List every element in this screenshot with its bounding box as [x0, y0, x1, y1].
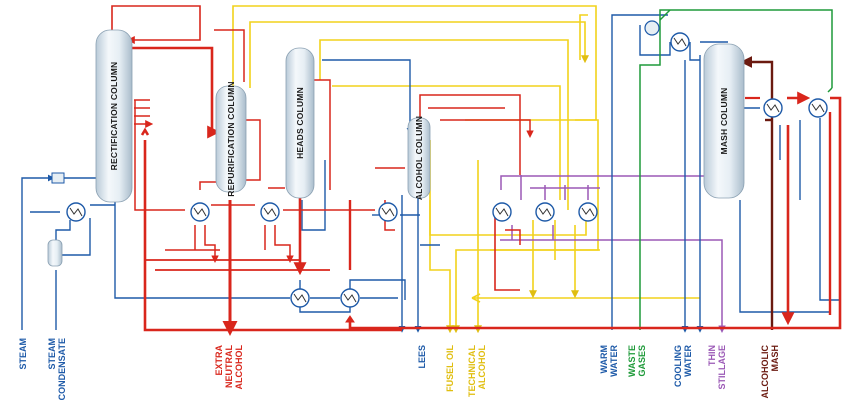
label-lees: LEES	[417, 345, 427, 369]
label-cooling-water-line1: COOLING	[673, 345, 683, 387]
heat-exchanger-icon	[670, 32, 690, 52]
label-waste-gases-line1: WASTE	[627, 345, 637, 377]
alcohol-column-label: ALCOHOL COLUMN	[414, 116, 424, 200]
label-technical-alcohol-line2: ALCOHOL	[477, 345, 487, 390]
label-cooling-water: COOLING WATER	[673, 345, 693, 387]
label-warm-water-line1: WARM	[599, 345, 609, 374]
label-alcoholic-mash-line2: MASH	[770, 345, 780, 372]
label-steam-condensate-line1: STEAM	[47, 338, 57, 370]
separator-icon	[644, 20, 660, 36]
label-alcoholic-mash: ALCOHOLIC MASH	[760, 345, 780, 399]
heat-exchanger-icon	[66, 202, 86, 222]
label-thin-stillage-line2: STILLAGE	[717, 345, 727, 390]
label-waste-gases: WASTE GASES	[627, 345, 647, 377]
label-extra-neutral-alcohol-line3: ALCOHOL	[234, 345, 244, 390]
label-warm-water: WARM WATER	[599, 345, 619, 377]
label-steam-condensate-line2: CONDENSATE	[57, 338, 67, 400]
yellow-pipes	[232, 5, 700, 334]
label-alcoholic-mash-line1: ALCOHOLIC	[760, 345, 770, 399]
label-extra-neutral-alcohol-line1: EXTRA	[214, 345, 224, 376]
label-extra-neutral-alcohol: EXTRA NEUTRAL ALCOHOL	[214, 345, 244, 390]
output-labels: STEAM STEAM CONDENSATE EXTRA NEUTRAL ALC…	[18, 338, 780, 400]
label-thin-stillage: THIN STILLAGE	[707, 345, 727, 390]
label-fusel-oil: FUSEL OIL	[445, 345, 455, 392]
brown-pipes	[740, 56, 774, 330]
repurification-column-label: REPURIFICATION COLUMN	[226, 81, 236, 196]
label-warm-water-line2: WATER	[609, 345, 619, 377]
blue-pipes	[21, 14, 840, 333]
steam-condensate-tank	[47, 239, 63, 267]
label-fusel-oil-line1: FUSEL OIL	[445, 345, 455, 392]
mash-column: MASH COLUMN	[703, 43, 745, 199]
label-steam-line1: STEAM	[18, 338, 28, 370]
heat-exchanger-icon	[190, 202, 210, 222]
heat-exchanger-icon	[290, 288, 310, 308]
label-steam: STEAM	[18, 338, 28, 370]
label-steam-condensate: STEAM CONDENSATE	[47, 338, 67, 400]
label-cooling-water-line2: WATER	[683, 345, 693, 377]
heat-exchanger-icon	[578, 202, 598, 222]
heat-exchanger-icon	[340, 288, 360, 308]
rectification-column: RECTIFICATION COLUMN	[95, 29, 133, 203]
heat-exchanger-icon	[535, 202, 555, 222]
label-extra-neutral-alcohol-line2: NEUTRAL	[224, 345, 234, 388]
repurification-column: REPURIFICATION COLUMN	[215, 81, 247, 197]
label-lees-line1: LEES	[417, 345, 427, 369]
heat-exchanger-icon	[808, 98, 828, 118]
mash-column-label: MASH COLUMN	[719, 88, 729, 155]
heads-column-label: HEADS COLUMN	[295, 87, 305, 159]
label-technical-alcohol: TECHNICAL ALCOHOL	[467, 345, 487, 397]
steam-valve-icon	[51, 172, 65, 184]
label-thin-stillage-line1: THIN	[707, 345, 717, 366]
heat-exchanger-icon	[492, 202, 512, 222]
rectification-column-label: RECTIFICATION COLUMN	[109, 62, 119, 171]
heads-column: HEADS COLUMN	[285, 47, 315, 199]
heat-exchanger-icon	[260, 202, 280, 222]
alcohol-column: ALCOHOL COLUMN	[407, 116, 431, 200]
label-technical-alcohol-line1: TECHNICAL	[467, 345, 477, 397]
green-pipes	[639, 9, 833, 330]
purple-pipes	[500, 175, 726, 333]
label-waste-gases-line2: GASES	[637, 345, 647, 377]
heat-exchanger-icon	[763, 98, 783, 118]
heat-exchanger-icon	[378, 202, 398, 222]
